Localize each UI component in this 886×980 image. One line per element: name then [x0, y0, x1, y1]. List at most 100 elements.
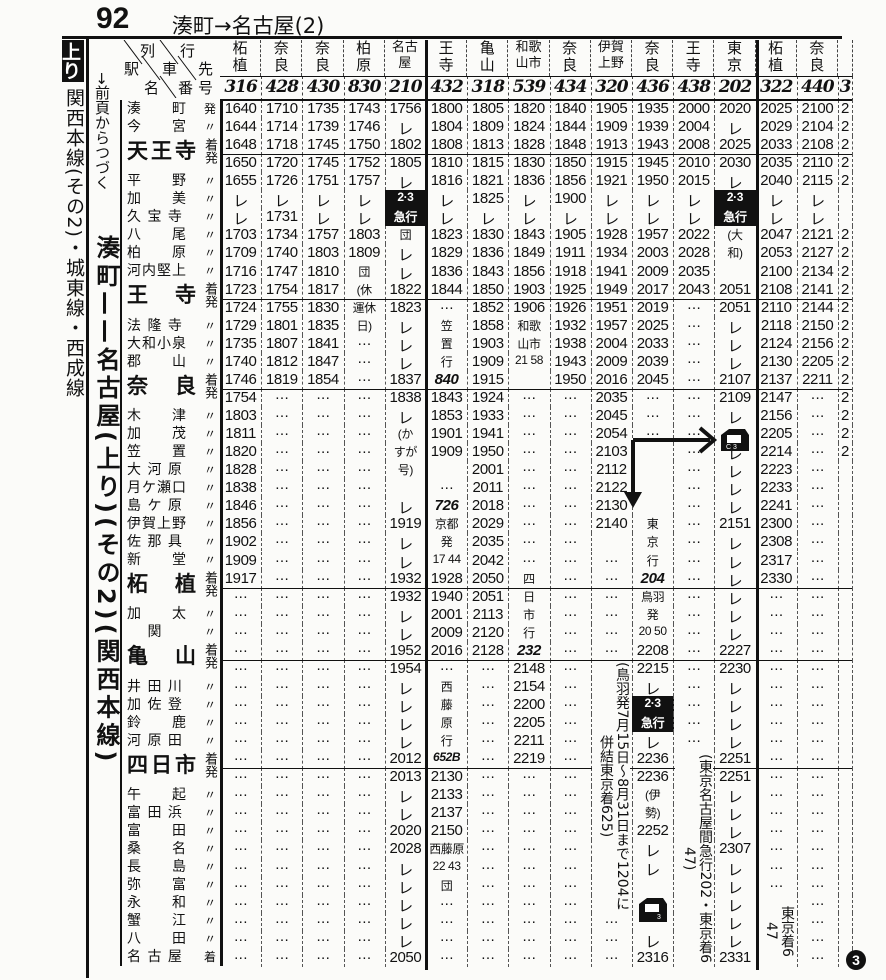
note-tokyo-arrival: 東京着6 47 — [759, 896, 795, 966]
time-cell: 2033 — [755, 136, 798, 156]
time-cell: 1757 — [344, 172, 386, 191]
time-cell: ··· — [261, 461, 304, 480]
time-cell: ··· — [261, 786, 304, 805]
time-cell — [591, 894, 633, 913]
time-cell — [632, 443, 675, 462]
time-cell: 2016 — [426, 641, 469, 661]
page-number: 92 — [96, 2, 130, 35]
time-cell: ··· — [302, 497, 345, 516]
time-cell — [838, 533, 853, 552]
time-cell: 西藤原 — [426, 840, 469, 859]
station-name: 柘 植 — [127, 572, 199, 597]
time-cell: ··· — [673, 641, 716, 661]
time-cell: 2154 — [508, 677, 551, 696]
time-cell: レ — [632, 190, 675, 209]
time-cell: 2 — [838, 407, 853, 426]
time-cell — [838, 750, 853, 770]
time-cell: ··· — [261, 551, 304, 570]
time-cell: レ — [714, 695, 757, 715]
time-cell: 1740 — [261, 244, 304, 263]
time-cell: ··· — [220, 840, 263, 859]
time-cell: レ — [385, 605, 427, 624]
time-cell: 1841 — [302, 334, 345, 353]
time-cell: ··· — [797, 695, 839, 715]
time-cell: 1745 — [302, 136, 345, 156]
time-cell: レ — [467, 208, 510, 227]
time-cell: 726 — [426, 497, 469, 516]
time-cell: ··· — [590, 569, 633, 589]
time-cell: ··· — [220, 948, 263, 967]
time-cell — [714, 425, 757, 444]
time-cell: 市 — [508, 605, 551, 624]
time-cell: ··· — [508, 533, 551, 552]
time-cell: レ — [385, 677, 427, 696]
time-cell: ··· — [550, 605, 592, 624]
time-cell: ··· — [550, 425, 592, 444]
train-number: 320 — [590, 76, 633, 101]
time-cell: 1726 — [261, 172, 304, 191]
time-cell: 1655 — [220, 172, 263, 191]
time-cell: 1913 — [590, 136, 633, 156]
time-cell: レ — [714, 479, 757, 498]
arr-dep-mark: 〃 — [203, 336, 216, 351]
time-cell: ··· — [302, 605, 345, 624]
time-cell: ··· — [344, 497, 386, 516]
train-number: 436 — [632, 76, 675, 101]
time-cell: ··· — [467, 858, 510, 877]
station-name: 伊賀上野 — [127, 516, 187, 533]
station-name: 八 田 — [127, 931, 187, 948]
time-cell — [838, 623, 853, 642]
time-cell: 1723 — [220, 280, 263, 300]
time-cell: 22 43 — [426, 858, 469, 877]
time-cell — [838, 587, 853, 606]
time-cell: ··· — [508, 461, 551, 480]
time-cell: ··· — [261, 641, 304, 661]
time-cell: ··· — [302, 515, 345, 534]
time-cell: 1825 — [467, 190, 510, 209]
time-cell: 2017 — [632, 280, 675, 300]
station-22: 新 堂〃 — [122, 551, 220, 569]
time-cell: 2208 — [632, 641, 675, 661]
time-cell: ··· — [591, 912, 633, 931]
station-0: 湊 町発 — [122, 100, 220, 118]
station-name: 桑 名 — [127, 841, 187, 858]
time-cell: 1754 — [220, 388, 263, 407]
time-cell: ··· — [673, 407, 716, 426]
time-cell — [673, 840, 716, 859]
time-cell: ··· — [508, 479, 551, 498]
time-cell: 1934 — [591, 244, 633, 263]
time-cell: 団 — [426, 876, 469, 895]
time-cell: ··· — [508, 912, 551, 931]
time-cell: 1830 — [508, 154, 551, 173]
time-cell: 2330 — [755, 569, 798, 589]
time-cell — [591, 804, 633, 823]
time-cell: 2140 — [591, 515, 633, 534]
time-cell: ··· — [797, 623, 839, 642]
time-cell: 1714 — [261, 118, 304, 137]
time-cell: 1938 — [550, 334, 592, 353]
time-cell: 2300 — [756, 515, 798, 534]
time-cell: レ — [797, 190, 839, 209]
time-cell: ··· — [508, 768, 551, 787]
time-cell: ··· — [467, 876, 510, 895]
time-cell: ··· — [508, 515, 551, 534]
time-cell: 日 — [508, 587, 551, 606]
time-cell: ··· — [550, 479, 592, 498]
time-cell: 1821 — [467, 172, 510, 191]
time-cell: レ — [385, 316, 427, 335]
time-cell: ··· — [508, 876, 551, 895]
time-cell: ··· — [220, 768, 263, 787]
time-cell: 1734 — [261, 226, 304, 245]
time-cell: 2010 — [673, 154, 716, 173]
arr-dep-mark: 〃 — [203, 426, 216, 441]
time-cell: 1909 — [467, 352, 510, 371]
time-cell: 1950 — [549, 370, 592, 390]
time-cell: ··· — [302, 948, 345, 967]
time-cell: 1856 — [550, 172, 592, 191]
time-cell: レ — [385, 804, 427, 823]
time-cell: 1945 — [632, 154, 675, 173]
time-cell: ··· — [673, 714, 716, 733]
station-23: 柘 植着発 — [122, 569, 220, 605]
time-cell: 2 — [838, 388, 853, 407]
time-cell: レ — [714, 118, 757, 137]
